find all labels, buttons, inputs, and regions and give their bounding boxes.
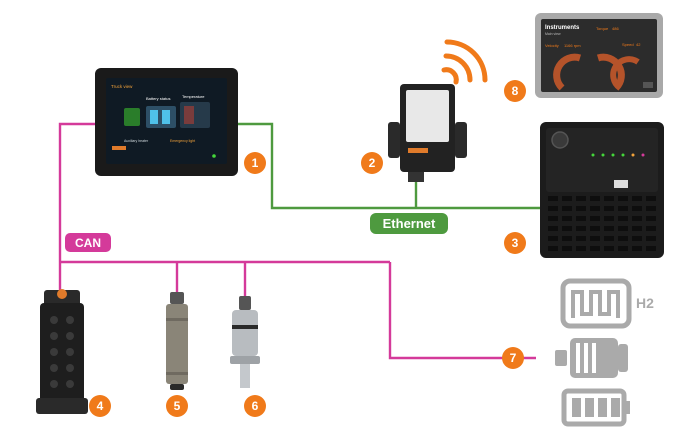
ethernet-label-text: Ethernet: [383, 216, 436, 231]
badge-8-text: 8: [512, 84, 519, 98]
display-footer-b: Emergency light: [170, 139, 195, 143]
wifi-icon: [441, 39, 488, 85]
badge-4: 4: [89, 395, 111, 417]
display-panel-b: Temperature: [182, 94, 205, 99]
badge-3: 3: [504, 232, 526, 254]
badge-5: 5: [166, 395, 188, 417]
badge-5-text: 5: [174, 399, 181, 413]
tablet-g2-value: 1166 rpm: [564, 43, 581, 48]
wireless-gateway: [388, 84, 467, 182]
can-label: CAN: [65, 233, 111, 252]
can-bus-lines: [58, 122, 536, 360]
motor-icon: [555, 338, 628, 378]
ethernet-label: Ethernet: [370, 213, 448, 234]
display-header: Truck view: [111, 84, 133, 89]
inductive-sensor: [166, 292, 188, 390]
display-footer-a: Auxiliary heater: [124, 139, 149, 143]
badge-8: 8: [504, 80, 526, 102]
badge-6-text: 6: [252, 399, 259, 413]
tablet-subtitle: Main view: [545, 32, 561, 36]
pressure-sensor: [230, 296, 260, 388]
badge-3-text: 3: [512, 236, 519, 250]
badge-1-text: 1: [252, 156, 259, 170]
io-module: [36, 289, 88, 414]
badge-4-text: 4: [97, 399, 104, 413]
ethernet-lines: [238, 122, 540, 210]
battery-icon: [561, 388, 630, 427]
hydrogen-fuel-cell-icon: H2: [560, 278, 654, 329]
tablet-g3-label: Speed: [622, 42, 634, 47]
badge-1: 1: [244, 152, 266, 174]
badge-2: 2: [361, 152, 383, 174]
tablet-device: Instruments Main view Torque 486 Velocit…: [535, 13, 663, 98]
hydrogen-label: H2: [636, 295, 654, 311]
tablet-g1-label: Torque: [596, 26, 609, 31]
badge-7-text: 7: [510, 351, 517, 365]
display-panel-a: Battery status: [146, 96, 170, 101]
tablet-g2-label: Velocity: [545, 43, 559, 48]
tablet-title: Instruments: [545, 25, 580, 31]
badge-2-text: 2: [369, 156, 376, 170]
tablet-g1-value: 486: [612, 26, 619, 31]
badge-7: 7: [502, 347, 524, 369]
can-label-text: CAN: [75, 236, 101, 250]
touch-display: Truck view Battery status Temperature Au…: [95, 68, 238, 176]
tablet-g3-value: 42: [636, 42, 641, 47]
badge-6: 6: [244, 395, 266, 417]
controller-unit: [540, 122, 664, 258]
